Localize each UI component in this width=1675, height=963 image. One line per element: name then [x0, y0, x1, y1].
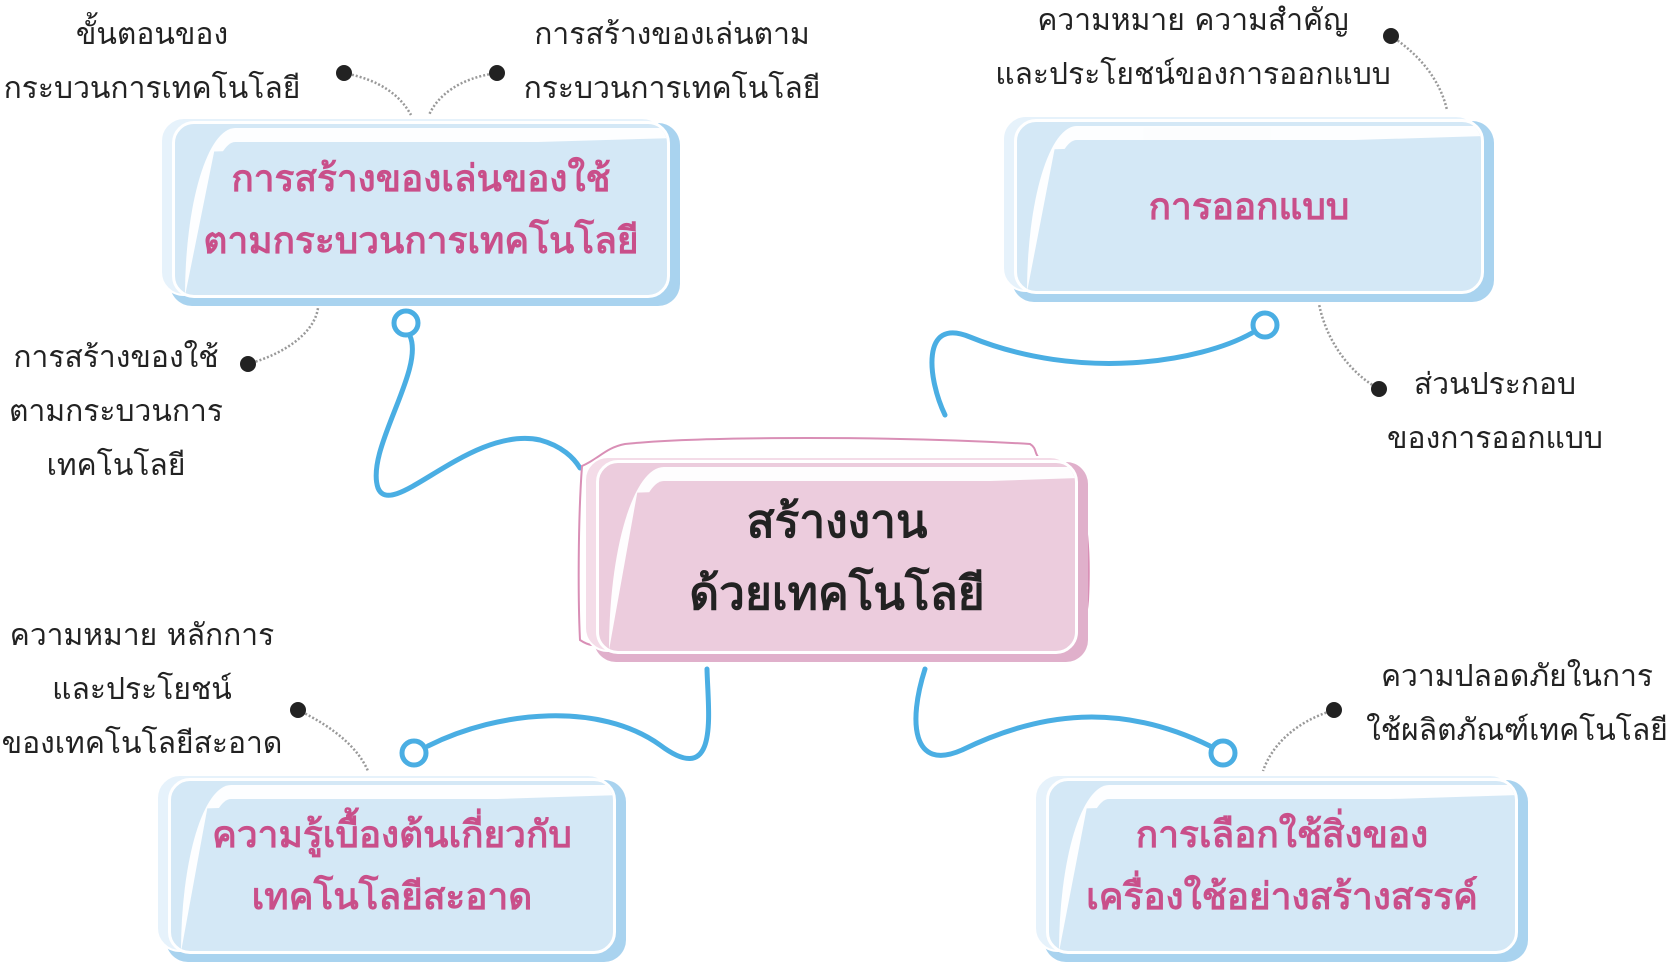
label-line: ใช้ผลิตภัณฑ์เทคโนโลยี	[1366, 713, 1668, 748]
leader-line	[427, 71, 498, 116]
label-line: ส่วนประกอบ	[1413, 367, 1577, 402]
label-line: การสร้างของใช้	[13, 340, 219, 375]
box-face: ความรู้เบื้องต้นเกี่ยวกับ เทคโนโลยีสะอาด	[168, 778, 616, 954]
topic-text: การเลือกใช้สิ่งของ	[1135, 813, 1429, 856]
label-line: และประโยชน์ของการออกแบบ	[995, 57, 1391, 92]
topic-text: การออกแบบ	[1148, 184, 1350, 228]
bullet-dot	[240, 356, 256, 372]
label-line: ความปลอดภัยในการ	[1380, 659, 1654, 694]
subtopic-product-safety: ความปลอดภัยในการ ใช้ผลิตภัณฑ์เทคโนโลยี	[1366, 650, 1668, 758]
bullet-dot	[290, 702, 306, 718]
leader-line	[1261, 708, 1335, 772]
center-title-line: ด้วยเทคโนโลยี	[689, 566, 985, 620]
center-title-line: สร้างงาน	[746, 494, 928, 548]
topic-clean-technology: ความรู้เบื้องต้นเกี่ยวกับ เทคโนโลยีสะอาด	[156, 774, 626, 962]
center-topic: สร้างงาน ด้วยเทคโนโลยี	[584, 456, 1088, 662]
label-line: ของเทคโนโลยีสะอาด	[1, 726, 283, 761]
subtopic-design-meaning: ความหมาย ความสำคัญ และประโยชน์ของการออกแ…	[995, 0, 1391, 102]
bullet-dot	[1383, 28, 1399, 44]
subtopic-process-steps: ขั้นตอนของ กระบวนการเทคโนโลยี	[4, 8, 301, 116]
bullet-dot	[336, 65, 352, 81]
label-line: ของการออกแบบ	[1387, 421, 1603, 456]
label-line: ขั้นตอนของ	[75, 17, 229, 52]
label-line: เทคโนโลยี	[46, 448, 186, 483]
leader-line	[297, 708, 370, 772]
label-line: ความหมาย ความสำคัญ	[1037, 3, 1349, 38]
topic-design: การออกแบบ	[1002, 115, 1494, 302]
connector-top-right	[929, 330, 1255, 418]
leader-line	[247, 307, 320, 366]
connector-node	[399, 738, 429, 768]
label-line: ความหมาย หลักการ	[9, 618, 275, 653]
subtopic-clean-tech-meaning: ความหมาย หลักการ และประโยชน์ ของเทคโนโลย…	[2, 609, 283, 771]
topic-text: การสร้างของเล่นของใช้	[231, 156, 611, 200]
bullet-dot	[1326, 702, 1342, 718]
connector-node	[391, 308, 421, 338]
label-line: กระบวนการเทคโนโลยี	[3, 71, 301, 106]
connector-node	[1208, 738, 1238, 768]
connector-node	[1250, 310, 1280, 340]
subtopic-toy-creation: การสร้างของเล่นตาม กระบวนการเทคโนโลยี	[524, 8, 821, 116]
bullet-dot	[489, 65, 505, 81]
subtopic-tool-creation: การสร้างของใช้ ตามกระบวนการ เทคโนโลยี	[9, 331, 223, 493]
leader-line	[1390, 34, 1449, 111]
bullet-dot	[1371, 381, 1387, 397]
label-line: ตามกระบวนการ	[8, 394, 224, 429]
label-line: กระบวนการเทคโนโลยี	[523, 71, 821, 106]
label-line: การสร้างของเล่นตาม	[534, 17, 810, 52]
connector-bottom-right	[913, 666, 1213, 758]
box-face: การเลือกใช้สิ่งของ เครื่องใช้อย่างสร้างส…	[1046, 778, 1518, 954]
connector-top-left	[373, 333, 583, 498]
subtopic-design-components: ส่วนประกอบ ของการออกแบบ	[1387, 358, 1603, 466]
topic-text: ความรู้เบื้องต้นเกี่ยวกับ	[212, 813, 572, 856]
topic-text: เทคโนโลยีสะอาด	[251, 875, 533, 918]
box-face: การออกแบบ	[1014, 119, 1484, 294]
leader-line	[343, 71, 413, 116]
topic-text: เครื่องใช้อย่างสร้างสรรค์	[1086, 875, 1478, 918]
connector-bottom-left	[425, 666, 712, 761]
topic-creative-use: การเลือกใช้สิ่งของ เครื่องใช้อย่างสร้างส…	[1034, 774, 1528, 962]
topic-text: ตามกระบวนการเทคโนโลยี	[203, 218, 639, 262]
box-face: การสร้างของเล่นของใช้ ตามกระบวนการเทคโนโ…	[172, 121, 670, 298]
topic-toy-tool-creation: การสร้างของเล่นของใช้ ตามกระบวนการเทคโนโ…	[160, 117, 680, 306]
label-line: และประโยชน์	[52, 672, 232, 707]
leader-line	[1317, 303, 1380, 391]
box-face: สร้างงาน ด้วยเทคโนโลยี	[596, 460, 1078, 654]
